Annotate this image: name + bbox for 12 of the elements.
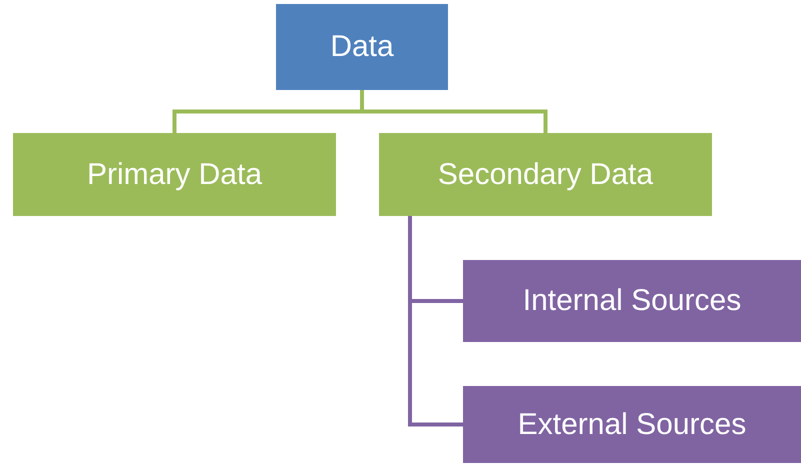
node-box <box>13 133 336 216</box>
node-label: External Sources <box>518 408 746 442</box>
node-box <box>276 4 448 90</box>
node-label: Secondary Data <box>438 158 654 192</box>
node-label: Internal Sources <box>522 284 742 318</box>
connector-line <box>408 216 463 426</box>
node-box <box>379 133 712 216</box>
node-box <box>463 260 801 342</box>
connector-line <box>360 90 548 133</box>
node-label: Data <box>330 30 394 64</box>
node-box <box>463 386 801 463</box>
node-label: Primary Data <box>86 158 262 192</box>
